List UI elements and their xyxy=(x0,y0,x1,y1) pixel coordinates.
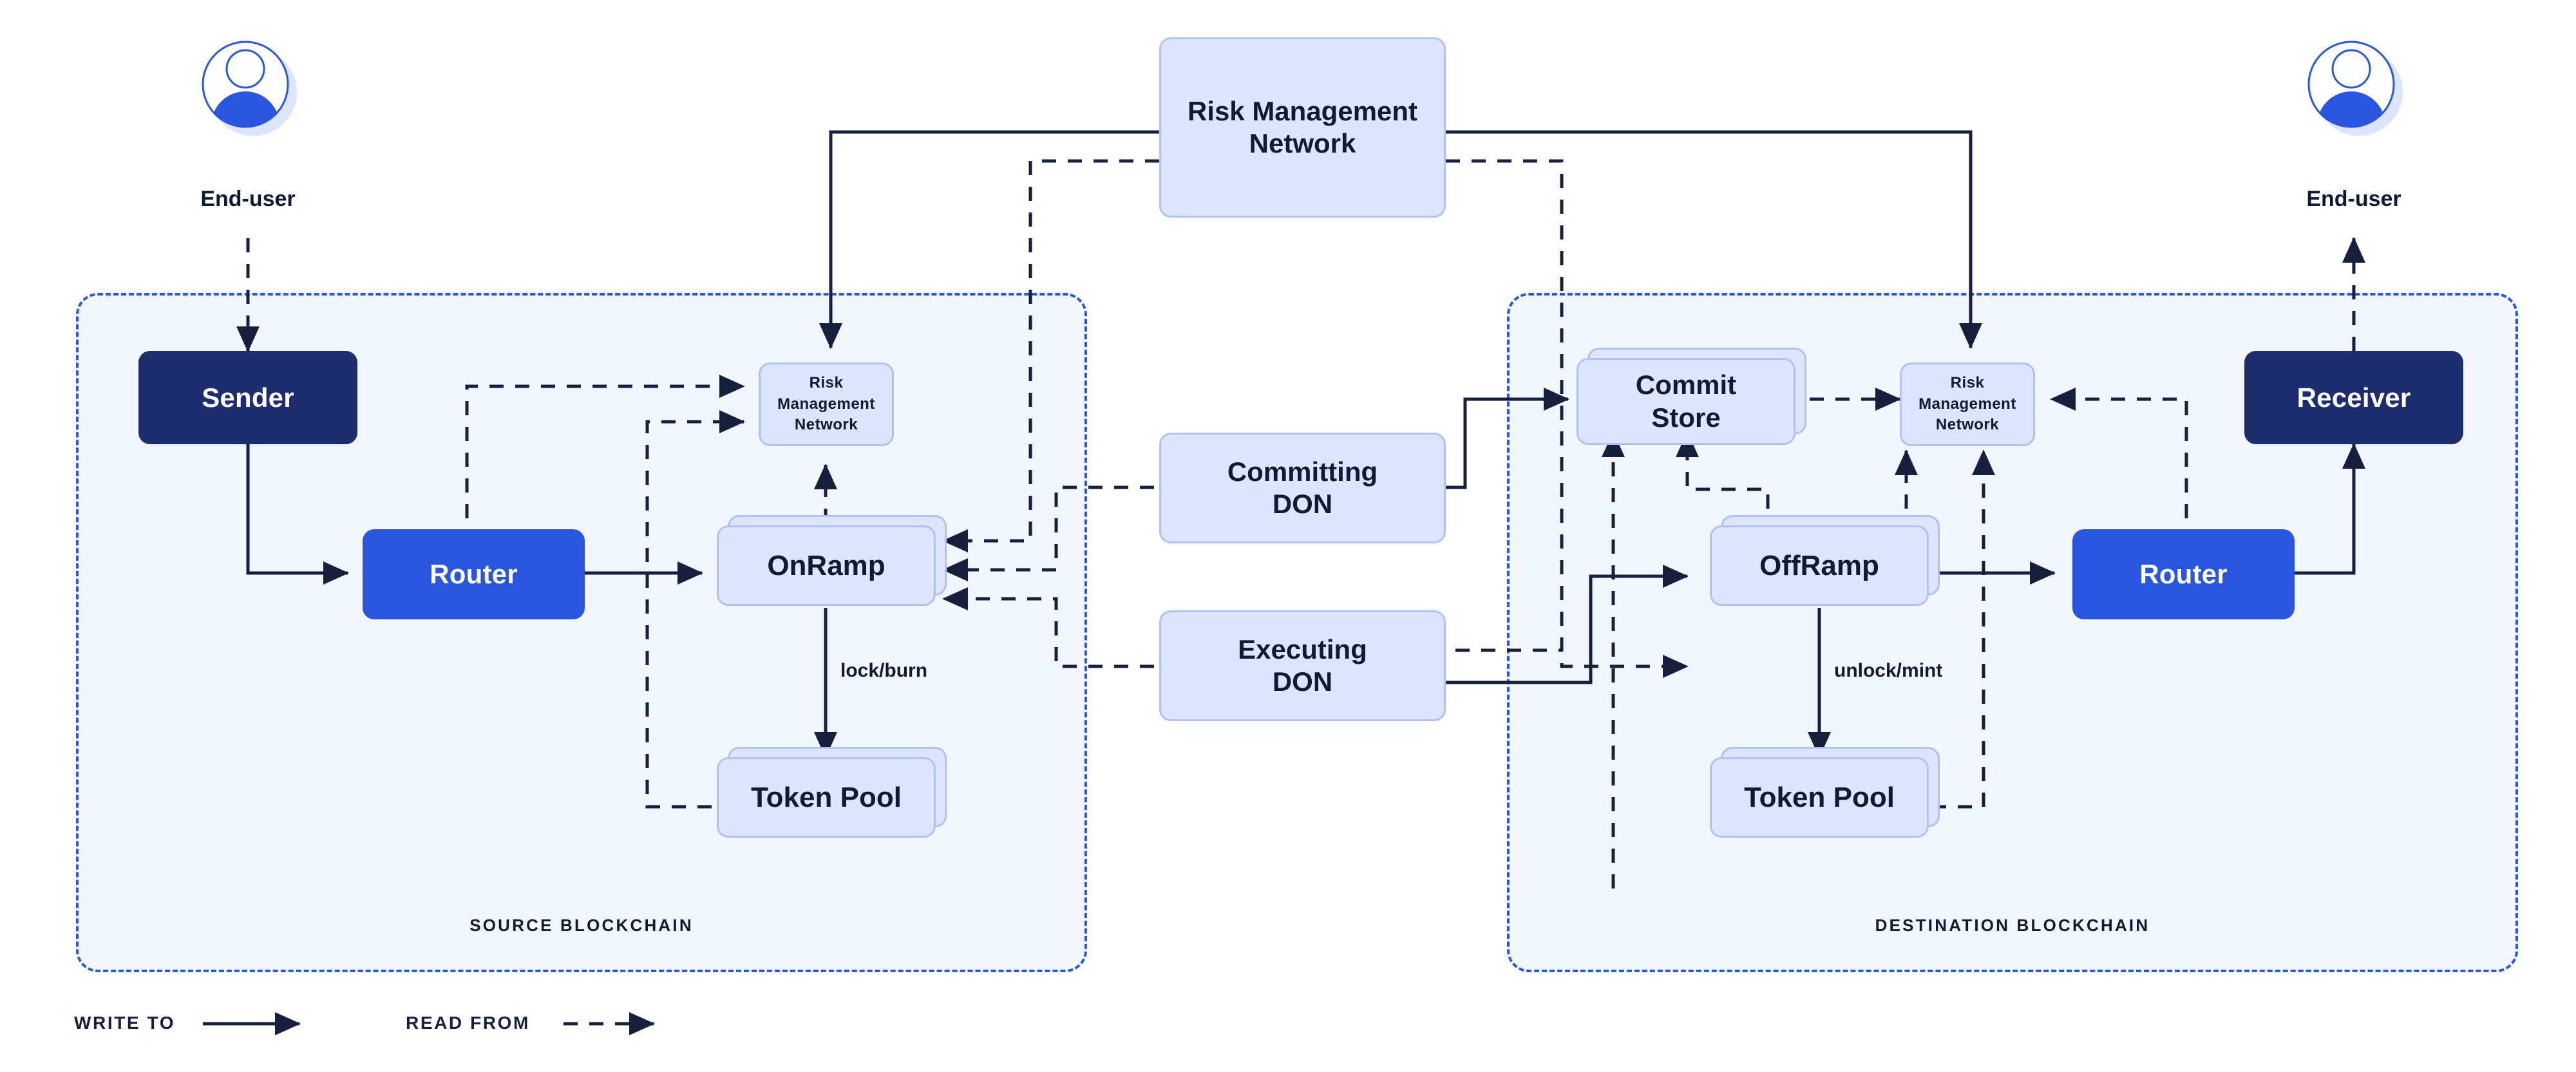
node-committing-don[interactable]: Committing DON xyxy=(1159,433,1446,543)
end-user-label-right: End-user xyxy=(2306,187,2401,211)
destination-blockchain-label: DESTINATION BLOCKCHAIN xyxy=(1875,916,2150,935)
edge-label-lock-burn: lock/burn xyxy=(840,660,928,681)
end-user-avatar-left xyxy=(202,41,297,136)
node-rmn-destination[interactable]: Risk Management Network xyxy=(1900,362,2035,446)
rmn-destination-line2: Network xyxy=(1935,416,2000,434)
node-token-pool-source[interactable]: Token Pool xyxy=(717,757,936,838)
node-rmn-source[interactable]: Risk Management Network xyxy=(759,362,894,446)
rmn-top-line2: Network xyxy=(1249,128,1356,158)
node-sender[interactable]: Sender xyxy=(138,351,357,444)
node-onramp[interactable]: OnRamp xyxy=(717,525,936,606)
rmn-destination-line1: Risk Management xyxy=(1918,374,2016,413)
node-commit-store[interactable]: Commit Store xyxy=(1577,358,1795,445)
node-offramp[interactable]: OffRamp xyxy=(1710,525,1929,606)
commit-store-line1: Commit xyxy=(1635,370,1737,400)
legend-write-to-label: WRITE TO xyxy=(74,1013,176,1033)
node-token-pool-destination[interactable]: Token Pool xyxy=(1710,757,1929,838)
edge-label-unlock-mint: unlock/mint xyxy=(1834,660,1943,681)
node-router-destination[interactable]: Router xyxy=(2072,529,2295,619)
commit-store-line2: Store xyxy=(1651,402,1721,433)
source-blockchain-label: SOURCE BLOCKCHAIN xyxy=(469,916,694,935)
rmn-source-line2: Network xyxy=(794,416,858,434)
legend-read-from-label: READ FROM xyxy=(406,1013,530,1033)
node-router-source[interactable]: Router xyxy=(363,529,585,619)
executing-don-line2: DON xyxy=(1272,666,1333,697)
committing-don-line1: Committing xyxy=(1227,456,1378,487)
executing-don-line1: Executing xyxy=(1238,634,1367,664)
node-receiver[interactable]: Receiver xyxy=(2244,351,2463,444)
rmn-source-line1: Risk Management xyxy=(777,374,875,413)
committing-don-line2: DON xyxy=(1272,489,1333,519)
node-rmn-top[interactable]: Risk Management Network xyxy=(1159,37,1446,218)
end-user-label-left: End-user xyxy=(200,187,296,211)
rmn-top-line1: Risk Management xyxy=(1187,95,1418,126)
node-executing-don[interactable]: Executing DON xyxy=(1159,610,1446,721)
end-user-avatar-right xyxy=(2307,41,2403,136)
